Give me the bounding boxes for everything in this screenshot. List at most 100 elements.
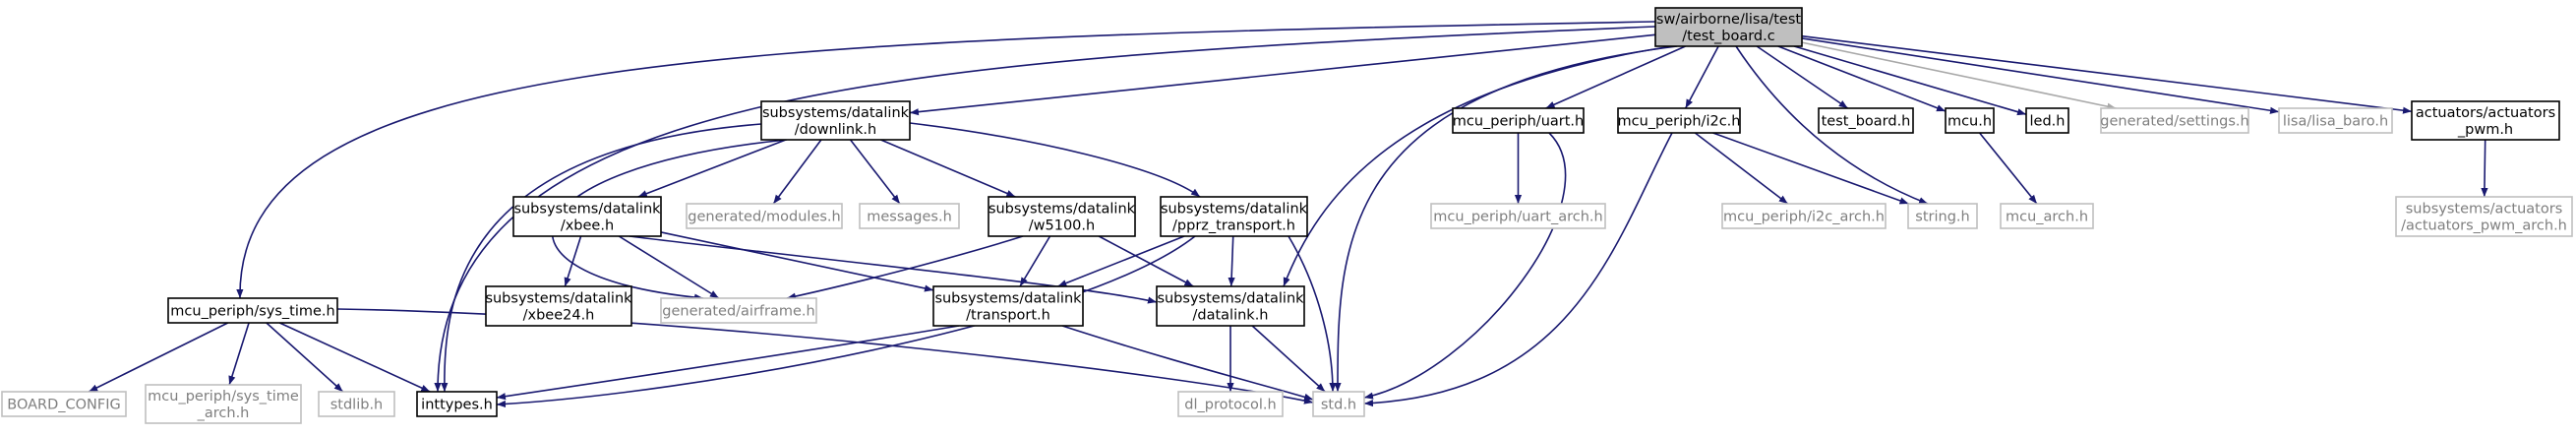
edge-i2c_h-to-std_h xyxy=(1363,132,1673,407)
edge-test_board_c-to-lisa_baro_h xyxy=(1801,37,2280,114)
nodes-layer: sw/airborne/lisa/test/test_board.csubsys… xyxy=(1,7,2573,424)
node-label: /xbee.h xyxy=(561,218,614,234)
node-box xyxy=(988,196,1136,237)
node-box xyxy=(686,203,843,229)
edge-test_board_c-to-string_h xyxy=(1735,45,1929,205)
edge-xbee_h-to-transport_h xyxy=(660,231,934,292)
node-box xyxy=(1721,203,1887,229)
node-label: generated/modules.h xyxy=(688,210,840,225)
node-uart_arch_h: mcu_periph/uart_arch.h xyxy=(1430,203,1606,229)
node-box xyxy=(1617,107,1741,134)
edge-downlink_h-to-inttypes_h xyxy=(441,123,762,393)
node-sys_time_arch_h: mcu_periph/sys_time_arch.h xyxy=(145,384,302,424)
node-actuators_pwm_arch_h: subsystems/actuators/actuators_pwm_arch.… xyxy=(2395,196,2573,237)
edge-downlink_h-to-messages_h xyxy=(849,139,901,205)
node-label: subsystems/datalink xyxy=(934,291,1082,307)
node-box xyxy=(932,285,1084,327)
node-label: /actuators_pwm_arch.h xyxy=(2401,218,2567,234)
node-label: dl_protocol.h xyxy=(1184,398,1276,413)
node-label: /transport.h xyxy=(966,308,1050,324)
node-airframe_h: generated/airframe.h xyxy=(660,297,817,324)
edge-xbee_h-to-airframe_h xyxy=(618,235,720,299)
node-i2c_h[interactable]: mcu_periph/i2c.h xyxy=(1617,107,1741,134)
node-label: mcu_periph/i2c_arch.h xyxy=(1723,210,1885,225)
edge-pprz_transport_h-to-datalink_h xyxy=(1228,235,1235,287)
node-label: test_board.h xyxy=(1822,114,1911,130)
node-box xyxy=(760,100,911,141)
node-box xyxy=(660,297,817,324)
node-led_h[interactable]: led.h xyxy=(2025,107,2069,134)
node-downlink_h[interactable]: subsystems/datalink/downlink.h xyxy=(760,100,911,141)
node-box xyxy=(1,391,127,417)
edge-test_board_c-to-settings_h xyxy=(1801,41,2117,110)
node-test_board_h[interactable]: test_board.h xyxy=(1818,107,1914,134)
node-pprz_transport_h[interactable]: subsystems/datalink/pprz_transport.h xyxy=(1160,196,1308,237)
node-lisa_baro_h: lisa/lisa_baro.h xyxy=(2278,107,2393,134)
edge-transport_h-to-std_h xyxy=(1061,325,1314,401)
node-label: mcu.h xyxy=(1947,114,1992,130)
edge-w5100_h-to-datalink_h xyxy=(1098,235,1194,287)
node-datalink_h[interactable]: subsystems/datalink/datalink.h xyxy=(1156,285,1305,327)
node-box xyxy=(167,297,338,324)
edge-pprz_transport_h-to-std_h xyxy=(1288,235,1337,393)
node-uart_h[interactable]: mcu_periph/uart.h xyxy=(1452,107,1585,134)
node-label: std.h xyxy=(1321,398,1356,413)
node-box xyxy=(1945,107,1995,134)
edges-layer xyxy=(88,21,2488,408)
node-label: messages.h xyxy=(867,210,952,225)
edge-mcu_h-to-mcu_arch_h xyxy=(1978,132,2038,205)
node-xbee_h[interactable]: subsystems/datalink/xbee.h xyxy=(512,196,662,237)
edge-test_board_c-to-std_h xyxy=(1334,45,1678,393)
edge-w5100_h-to-airframe_h xyxy=(786,235,1024,300)
edge-downlink_h-to-modules_h xyxy=(772,139,822,205)
node-label: mcu_arch.h xyxy=(2006,210,2088,225)
node-label: BOARD_CONFIG xyxy=(7,398,121,413)
edge-test_board_c-to-datalink_h xyxy=(1283,45,1673,287)
node-messages_h: messages.h xyxy=(859,203,960,229)
node-board_config: BOARD_CONFIG xyxy=(1,391,127,417)
node-label: actuators/actuators xyxy=(2416,105,2555,121)
node-box xyxy=(1452,107,1585,134)
node-label: /xbee24.h xyxy=(523,308,595,324)
edge-downlink_h-to-w5100_h xyxy=(880,139,1016,198)
edge-w5100_h-to-transport_h xyxy=(1019,235,1051,287)
node-box xyxy=(2395,196,2573,237)
node-mcu_h[interactable]: mcu.h xyxy=(1945,107,1995,134)
node-label: /pprz_transport.h xyxy=(1172,218,1295,234)
node-label: mcu_periph/uart_arch.h xyxy=(1433,210,1602,225)
node-label: subsystems/datalink xyxy=(513,202,661,218)
node-mcu_arch_h: mcu_arch.h xyxy=(2000,203,2094,229)
node-box xyxy=(1177,391,1284,417)
node-label: lisa/lisa_baro.h xyxy=(2283,114,2388,130)
edge-pprz_transport_h-to-inttypes_h xyxy=(496,235,1196,408)
node-sys_time_h[interactable]: mcu_periph/sys_time.h xyxy=(167,297,338,324)
node-box xyxy=(416,391,498,417)
node-box xyxy=(1818,107,1914,134)
edge-pprz_transport_h-to-transport_h xyxy=(1057,235,1185,287)
node-inttypes_h[interactable]: inttypes.h xyxy=(416,391,498,417)
node-label: subsystems/datalink xyxy=(1157,291,1304,307)
node-modules_h: generated/modules.h xyxy=(686,203,843,229)
edge-sys_time_h-to-inttypes_h xyxy=(278,322,431,393)
node-transport_h[interactable]: subsystems/datalink/transport.h xyxy=(932,285,1084,327)
node-box xyxy=(145,384,302,424)
node-xbee24_h[interactable]: subsystems/datalink/xbee24.h xyxy=(485,285,632,327)
edge-test_board_c-to-actuators_pwm_h xyxy=(1801,34,2413,114)
node-label: mcu_periph/sys_time xyxy=(148,389,299,405)
edge-test_board_c-to-mcu_h xyxy=(1777,45,1947,112)
node-actuators_pwm_h[interactable]: actuators/actuators_pwm.h xyxy=(2411,100,2560,141)
edge-actuators_pwm_h-to-actuators_pwm_arch_h xyxy=(2481,139,2488,198)
edge-test_board_c-to-sys_time_h xyxy=(236,21,1656,299)
node-w5100_h[interactable]: subsystems/datalink/w5100.h xyxy=(988,196,1136,237)
edge-transport_h-to-inttypes_h xyxy=(496,325,960,401)
edge-datalink_h-to-std_h xyxy=(1251,325,1326,393)
node-std_h: std.h xyxy=(1312,391,1365,417)
node-label: mcu_periph/sys_time.h xyxy=(170,304,334,320)
node-box xyxy=(859,203,960,229)
node-label: subsystems/datalink xyxy=(1161,202,1308,218)
node-box xyxy=(1654,7,1803,47)
node-label: generated/settings.h xyxy=(2100,114,2248,130)
node-label: /w5100.h xyxy=(1029,218,1095,234)
edge-test_board_c-to-test_board_h xyxy=(1756,45,1849,109)
